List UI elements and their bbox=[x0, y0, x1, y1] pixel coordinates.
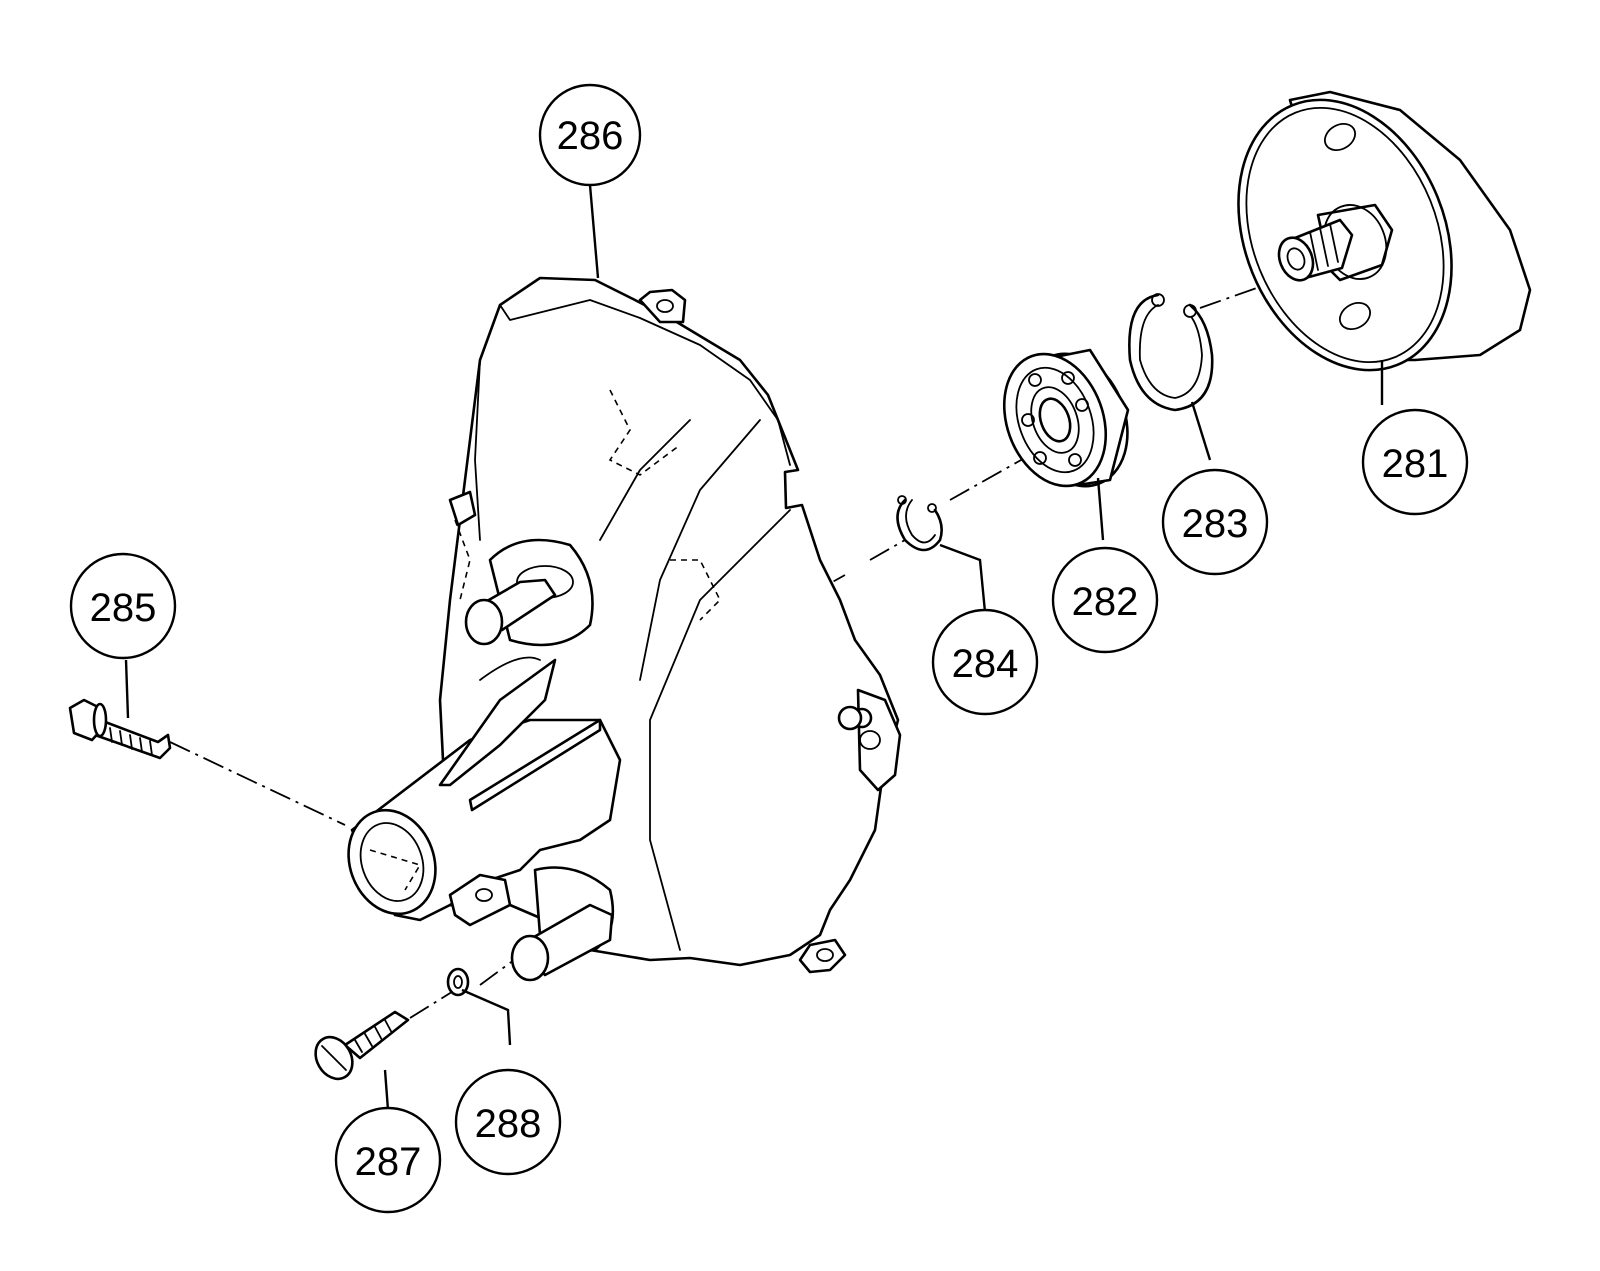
callout-285: 285 bbox=[69, 552, 177, 660]
washer bbox=[446, 967, 470, 997]
callout-281: 281 bbox=[1361, 408, 1469, 516]
callout-label-284: 284 bbox=[952, 642, 1019, 686]
clutch-drum bbox=[1237, 90, 1532, 372]
callout-label-286: 286 bbox=[557, 114, 624, 158]
callout-label-285: 285 bbox=[90, 586, 157, 630]
callout-282: 282 bbox=[1051, 546, 1159, 654]
flange-bolt bbox=[68, 698, 172, 760]
callout-288: 288 bbox=[454, 1068, 562, 1176]
leader-lines bbox=[124, 184, 1384, 1111]
callout-286: 286 bbox=[538, 83, 642, 187]
callout-283: 283 bbox=[1161, 468, 1269, 576]
callout-label-288: 288 bbox=[475, 1102, 542, 1146]
callout-label-281: 281 bbox=[1382, 442, 1449, 486]
callout-label-283: 283 bbox=[1182, 502, 1249, 546]
callout-287: 287 bbox=[334, 1106, 442, 1214]
gear-housing bbox=[347, 276, 902, 982]
callout-label-282: 282 bbox=[1072, 580, 1139, 624]
circlip-large bbox=[1128, 293, 1214, 412]
callout-284: 284 bbox=[931, 608, 1039, 716]
screw bbox=[314, 1010, 410, 1081]
callout-label-287: 287 bbox=[355, 1140, 422, 1184]
ball-bearing bbox=[1002, 348, 1130, 488]
circlip-small bbox=[896, 495, 943, 552]
